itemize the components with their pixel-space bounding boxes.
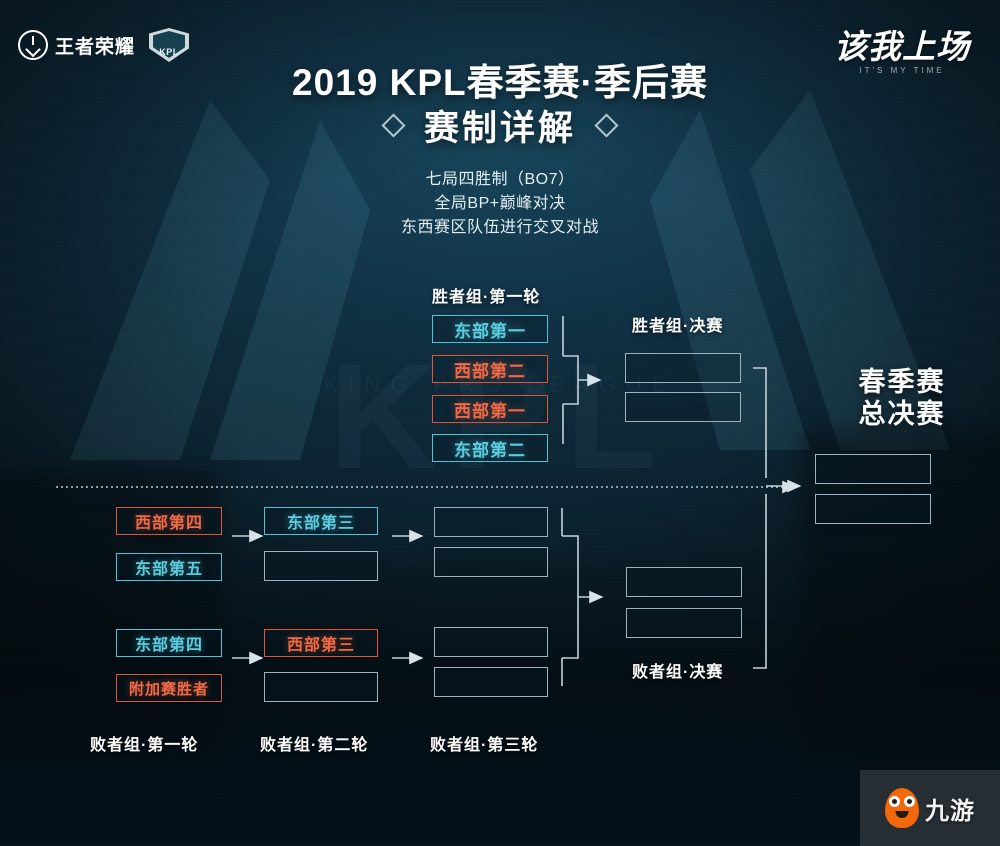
losers-final-label: 败者组·决赛	[632, 664, 724, 681]
winners-r1-slot-2[interactable]: 西部第二	[432, 355, 548, 383]
losers-r3-slot-2[interactable]	[434, 547, 548, 577]
losers-r2-slot-1[interactable]: 东部第三	[264, 507, 378, 535]
page-title: 2019 KPL春季赛·季后赛	[292, 62, 708, 103]
rules-text: 七局四胜制（BO7） 全局BP+巅峰对决 东西赛区队伍进行交叉对战	[0, 168, 1000, 240]
honor-of-kings-label: 王者荣耀	[55, 36, 136, 58]
losers-r1-slot-1[interactable]: 西部第四	[116, 507, 222, 535]
losers-round1-label: 败者组·第一轮	[90, 737, 199, 754]
losers-r1-slot-4[interactable]: 附加赛胜者	[116, 674, 222, 702]
its-my-time-en: IT'S MY TIME	[859, 66, 945, 75]
winners-r1-slot-4[interactable]: 东部第二	[432, 434, 548, 462]
losers-r2-slot-2[interactable]	[264, 551, 378, 581]
honor-of-kings-icon	[18, 30, 48, 60]
losers-round3-label: 败者组·第三轮	[430, 737, 539, 754]
grand-final-title-line1: 春季赛	[858, 367, 946, 397]
rule-line-2: 全局BP+巅峰对决	[434, 195, 566, 212]
honor-of-kings-logo: 王者荣耀	[18, 30, 135, 60]
grand-final-title-line2: 总决赛	[858, 399, 946, 429]
losers-r2-slot-4[interactable]	[264, 672, 378, 702]
its-my-time-logo: 该我上场 IT'S MY TIME	[834, 20, 970, 75]
kpl-watermark-text: KPL	[329, 330, 671, 503]
losers-r3-slot-3[interactable]	[434, 627, 548, 657]
losers-r1-slot-3[interactable]: 东部第四	[116, 629, 222, 657]
rule-line-1: 七局四胜制（BO7）	[425, 171, 575, 188]
grand-final-title: 春季赛 总决赛	[812, 366, 992, 430]
winners-final-slot-1[interactable]	[625, 353, 741, 383]
page-subtitle: 赛制详解	[423, 109, 576, 148]
winners-final-slot-2[interactable]	[625, 392, 741, 422]
winners-final-label: 胜者组·决赛	[632, 318, 724, 335]
background-wing-left	[60, 60, 480, 480]
grand-final-slot-1[interactable]	[815, 454, 931, 484]
losers-round2-label: 败者组·第二轮	[260, 737, 369, 754]
kpl-badge-label: KPL	[159, 47, 179, 57]
its-my-time-cn: 该我上场	[834, 30, 970, 66]
brand-logos-left: 王者荣耀 KPL	[18, 28, 190, 62]
kpl-shield-icon: KPL	[149, 28, 190, 62]
losers-final-slot-2[interactable]	[626, 608, 742, 638]
winners-round1-label: 胜者组·第一轮	[432, 289, 541, 306]
watermark-label: 九游	[925, 797, 975, 825]
losers-r3-slot-1[interactable]	[434, 507, 548, 537]
kpl-watermark-subtext: KING PRO LEAGUE	[324, 372, 677, 398]
losers-final-slot-1[interactable]	[626, 567, 742, 597]
rule-line-3: 东西赛区队伍进行交叉对战	[400, 219, 599, 236]
mascot-icon	[885, 788, 919, 828]
losers-r3-slot-4[interactable]	[434, 667, 548, 697]
page-subtitle-row: 赛制详解	[0, 100, 1000, 151]
winners-r1-slot-3[interactable]: 西部第一	[432, 395, 548, 423]
background-wing-right	[540, 50, 960, 470]
losers-r2-slot-3[interactable]: 西部第三	[264, 629, 378, 657]
grand-final-slot-2[interactable]	[815, 494, 931, 524]
losers-r1-slot-2[interactable]: 东部第五	[116, 553, 222, 581]
site-watermark: 九游	[860, 770, 1000, 846]
winners-r1-slot-1[interactable]: 东部第一	[432, 315, 548, 343]
